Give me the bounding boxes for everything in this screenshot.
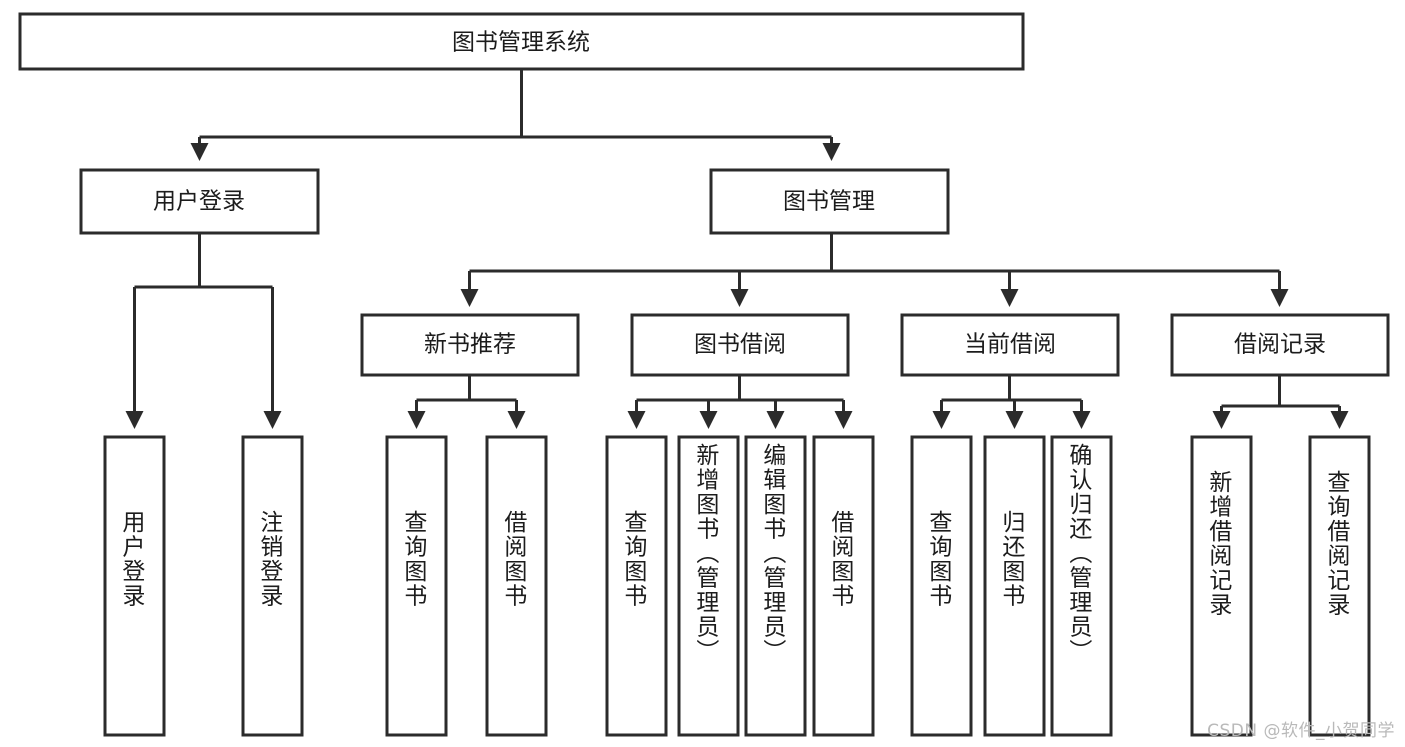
csdn-watermark: CSDN @软件_小贺同学 (1207, 721, 1395, 741)
node-book-management-box[interactable] (709, 168, 950, 235)
leaf-box-borrow-book-1[interactable] (485, 435, 548, 737)
node-root-box[interactable] (18, 12, 1025, 71)
node-book-borrow-box[interactable] (630, 313, 850, 377)
node-current-borrow-box[interactable] (900, 313, 1120, 377)
leaf-box-query-book-2[interactable] (605, 435, 668, 737)
node-new-book-recommend-label: 新书推荐 (424, 332, 516, 358)
node-root-label: 图书管理系统 (452, 30, 590, 56)
node-book-borrow-label: 图书借阅 (694, 332, 786, 358)
leaf-box-user-login[interactable] (103, 435, 166, 737)
leaf-box-query-book-3[interactable] (910, 435, 973, 737)
node-book-management-label: 图书管理 (783, 189, 875, 215)
leaf-box-add-borrow-record[interactable] (1190, 435, 1253, 737)
leaf-box-edit-book-admin[interactable] (744, 435, 807, 737)
node-user-login-label: 用户登录 (153, 189, 245, 215)
leaf-box-add-book-admin[interactable] (677, 435, 740, 737)
leaf-box-query-book-1[interactable] (385, 435, 448, 737)
node-new-book-recommend-box[interactable] (360, 313, 580, 377)
leaf-box-logout[interactable] (241, 435, 304, 737)
node-layer: 图书管理系统 用户登录 图书管理 新书推荐 图书借阅 当前借阅 借阅记录 (18, 12, 1390, 737)
leaf-box-confirm-return-admin[interactable] (1050, 435, 1113, 737)
node-user-login-box[interactable] (79, 168, 320, 235)
node-borrow-record-box[interactable] (1170, 313, 1390, 377)
leaf-box-return-book[interactable] (983, 435, 1046, 737)
leaf-box-borrow-book-2[interactable] (812, 435, 875, 737)
node-borrow-record-label: 借阅记录 (1234, 332, 1326, 358)
node-current-borrow-label: 当前借阅 (964, 332, 1056, 358)
connector-layer (125, 69, 1349, 429)
leaf-box-query-borrow-record[interactable] (1308, 435, 1371, 737)
